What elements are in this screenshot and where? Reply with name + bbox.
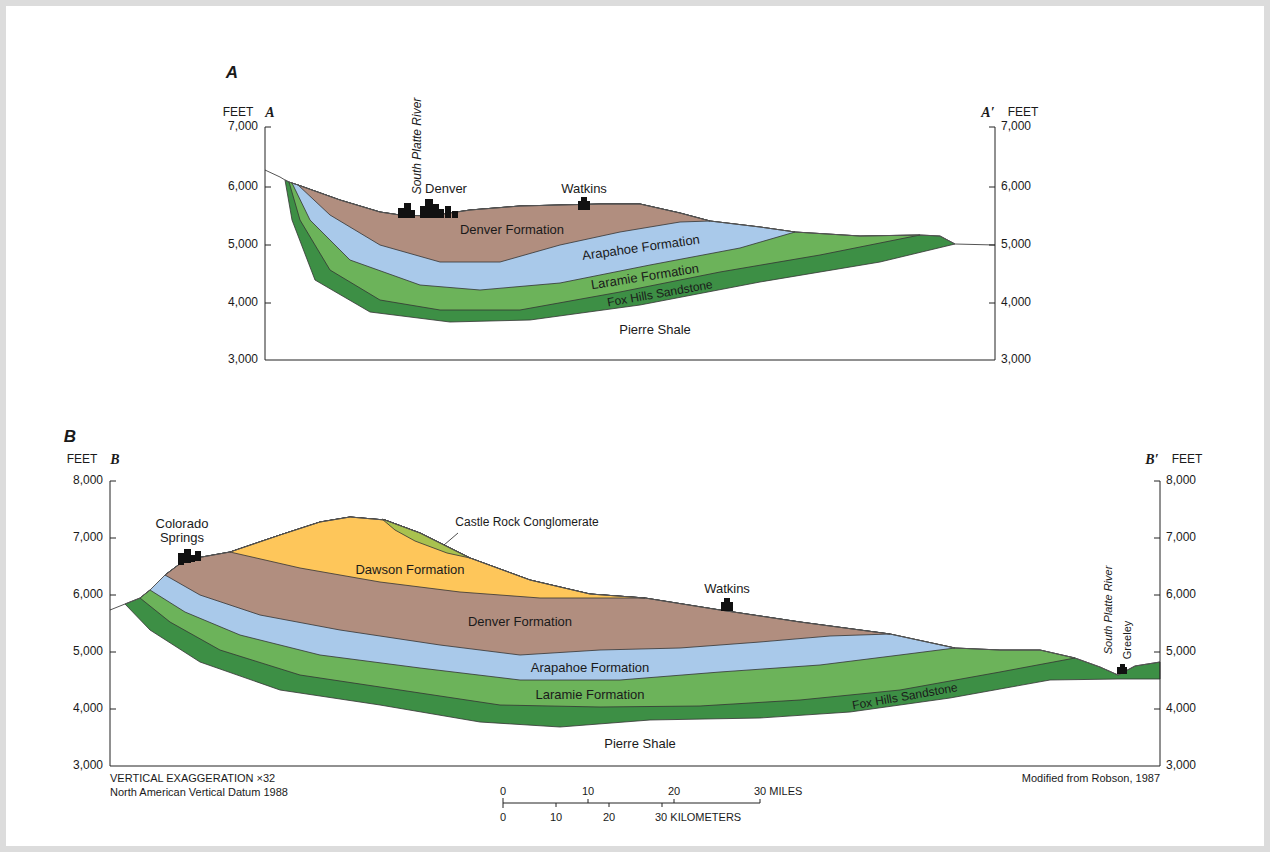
axis-value: 7,000 xyxy=(228,120,258,133)
axis-value: 6,000 xyxy=(1001,180,1031,193)
axis-value: 8,000 xyxy=(1166,474,1196,487)
formation-label: Laramie Formation xyxy=(535,688,644,702)
axis-value: 5,000 xyxy=(228,238,258,251)
source-note: Modified from Robson, 1987 xyxy=(1022,772,1160,784)
scale-value: 30 KILOMETERS xyxy=(655,811,741,823)
panel-letter: A xyxy=(226,64,238,83)
laramie-layer xyxy=(140,517,1075,707)
greeley-town-icon xyxy=(1117,664,1127,674)
formation-label: Pierre Shale xyxy=(604,737,676,751)
axis-frame-a xyxy=(265,127,995,360)
river-label: South Platte River xyxy=(411,98,424,195)
formation-label: Castle Rock Conglomerate xyxy=(455,516,598,529)
section-b xyxy=(110,517,1160,727)
scale-value: 0 xyxy=(500,811,506,823)
section-end: A′ xyxy=(981,105,994,120)
formation-label: Pierre Shale xyxy=(619,323,691,337)
dawson-layer xyxy=(230,517,645,598)
scale-bar xyxy=(503,798,760,808)
formation-label: Dawson Formation xyxy=(355,563,464,577)
axis-value: 4,000 xyxy=(73,702,103,715)
colorado-springs-icon xyxy=(178,549,201,565)
arapahoe-layer xyxy=(150,517,955,680)
fox-hills-layer xyxy=(125,517,1160,727)
page-frame xyxy=(3,3,1267,849)
axis-frame-b xyxy=(110,481,1160,766)
watkins-town-icon xyxy=(578,197,590,210)
axis-unit: FEET xyxy=(67,453,98,466)
axis-unit: FEET xyxy=(1172,453,1203,466)
axis-value: 3,000 xyxy=(228,353,258,366)
denver-city-icon xyxy=(398,199,458,218)
axis-value: 7,000 xyxy=(1166,531,1196,544)
scale-value: 20 xyxy=(603,811,615,823)
section-end: B xyxy=(110,452,119,467)
city-label: Watkins xyxy=(561,182,607,196)
formation-label: Denver Formation xyxy=(468,615,572,629)
axis-value: 4,000 xyxy=(1166,702,1196,715)
axis-value: 4,000 xyxy=(1001,296,1031,309)
scale-value: 30 MILES xyxy=(754,785,802,797)
axis-value: 7,000 xyxy=(73,531,103,544)
scale-value: 0 xyxy=(500,785,506,797)
arapahoe-layer xyxy=(292,183,795,290)
formation-label: Fox Hills Sandstone xyxy=(851,681,958,713)
axis-value: 5,000 xyxy=(1166,645,1196,658)
axis-value: 4,000 xyxy=(228,296,258,309)
city-label: Denver xyxy=(425,182,467,196)
axis-unit: FEET xyxy=(1008,106,1039,119)
scale-value: 10 xyxy=(550,811,562,823)
city-label: Greeley xyxy=(1121,621,1133,660)
axis-value: 6,000 xyxy=(228,180,258,193)
city-label: Colorado Springs xyxy=(146,517,218,546)
ground-surface xyxy=(265,170,995,245)
axis-value: 3,000 xyxy=(1166,759,1196,772)
city-label: Watkins xyxy=(704,582,750,596)
river-label: South Platte River xyxy=(1102,566,1114,655)
axis-value: 6,000 xyxy=(1166,588,1196,601)
section-end: A xyxy=(265,105,274,120)
watkins-town-icon xyxy=(721,598,733,611)
section-a xyxy=(265,170,995,322)
section-end: B′ xyxy=(1145,452,1158,467)
map-note: North American Vertical Datum 1988 xyxy=(110,786,288,798)
leader-line xyxy=(444,533,458,545)
denver-layer xyxy=(165,517,890,655)
axis-value: 6,000 xyxy=(73,588,103,601)
axis-value: 3,000 xyxy=(73,759,103,772)
axis-unit: FEET xyxy=(223,106,254,119)
laramie-layer xyxy=(289,182,920,310)
axis-value: 8,000 xyxy=(73,474,103,487)
formation-label: Arapahoe Formation xyxy=(581,233,700,264)
axis-value: 5,000 xyxy=(73,645,103,658)
formation-label: Arapahoe Formation xyxy=(531,661,650,675)
axis-value: 3,000 xyxy=(1001,353,1031,366)
ground-surface xyxy=(110,517,1160,675)
scale-value: 20 xyxy=(668,785,680,797)
scale-value: 10 xyxy=(582,785,594,797)
map-note: VERTICAL EXAGGERATION ×32 xyxy=(110,772,275,784)
panel-letter: B xyxy=(64,428,76,447)
fox-hills-layer xyxy=(285,180,955,322)
formation-label: Denver Formation xyxy=(460,223,564,237)
axis-value: 7,000 xyxy=(1001,120,1031,133)
axis-value: 5,000 xyxy=(1001,238,1031,251)
